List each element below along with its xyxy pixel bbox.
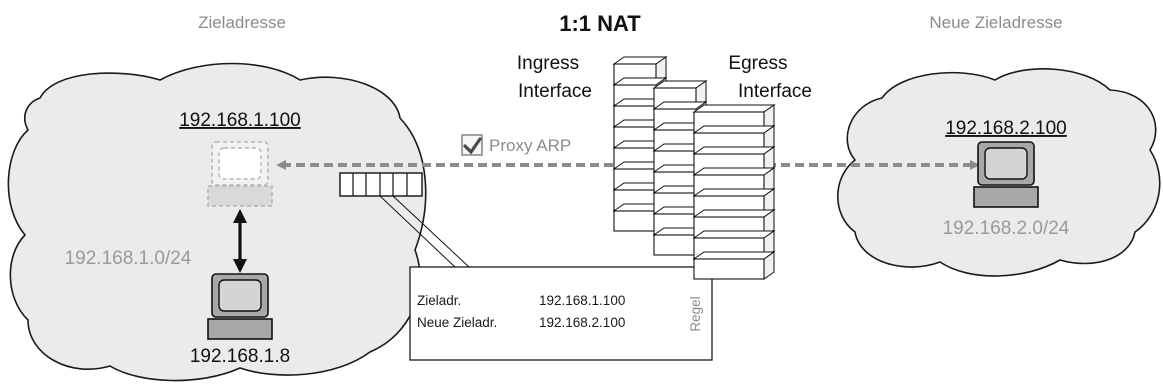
rule-value-1: 192.168.1.100 — [539, 293, 625, 308]
rule-key-1: Zieladr. — [417, 293, 461, 308]
diagram-title: 1:1 NAT — [559, 11, 641, 36]
left-zone-label: Zieladresse — [198, 13, 286, 32]
rule-tab-label: Regel — [688, 296, 703, 331]
brick — [693, 258, 765, 280]
callout-line — [379, 195, 456, 268]
target-host-ip: 192.168.1.100 — [179, 110, 301, 131]
brick-top — [692, 251, 776, 260]
local-host-ip: 192.168.1.8 — [190, 346, 290, 367]
check-mark-icon — [463, 137, 482, 155]
rule-key-2: Neue Zieladr. — [417, 315, 497, 330]
egress-label-line2: Interface — [738, 81, 812, 102]
left-subnet-label: 192.168.1.0/24 — [65, 248, 192, 269]
brick — [613, 210, 657, 232]
firewall-icon — [612, 56, 776, 280]
rule-table-icon — [339, 172, 423, 197]
brick-top — [692, 104, 776, 113]
brick-top — [692, 209, 776, 218]
ingress-label-line1: Ingress — [517, 53, 579, 74]
remote-computer-icon — [973, 141, 1039, 208]
brick — [653, 234, 697, 256]
brick-top — [692, 125, 776, 134]
brick-top — [692, 167, 776, 176]
proxy-arp-checkbox[interactable] — [461, 134, 483, 156]
proxy-arp-label: Proxy ARP — [489, 136, 571, 155]
right-host-ip: 192.168.2.100 — [945, 118, 1067, 139]
rule-callout-box — [409, 266, 713, 361]
right-subnet-label: 192.168.2.0/24 — [943, 218, 1070, 239]
rule-value-2: 192.168.2.100 — [539, 315, 625, 330]
local-computer-icon — [207, 273, 273, 340]
ingress-label-line2: Interface — [518, 81, 592, 102]
callout-line — [392, 195, 470, 268]
brick-top — [692, 230, 776, 239]
ghost-computer-icon — [207, 141, 273, 207]
brick-top — [692, 146, 776, 155]
brick-top — [692, 188, 776, 197]
left-network-cloud — [7, 62, 427, 382]
egress-label-line1: Egress — [728, 53, 787, 74]
right-zone-label: Neue Zieladresse — [929, 13, 1062, 32]
